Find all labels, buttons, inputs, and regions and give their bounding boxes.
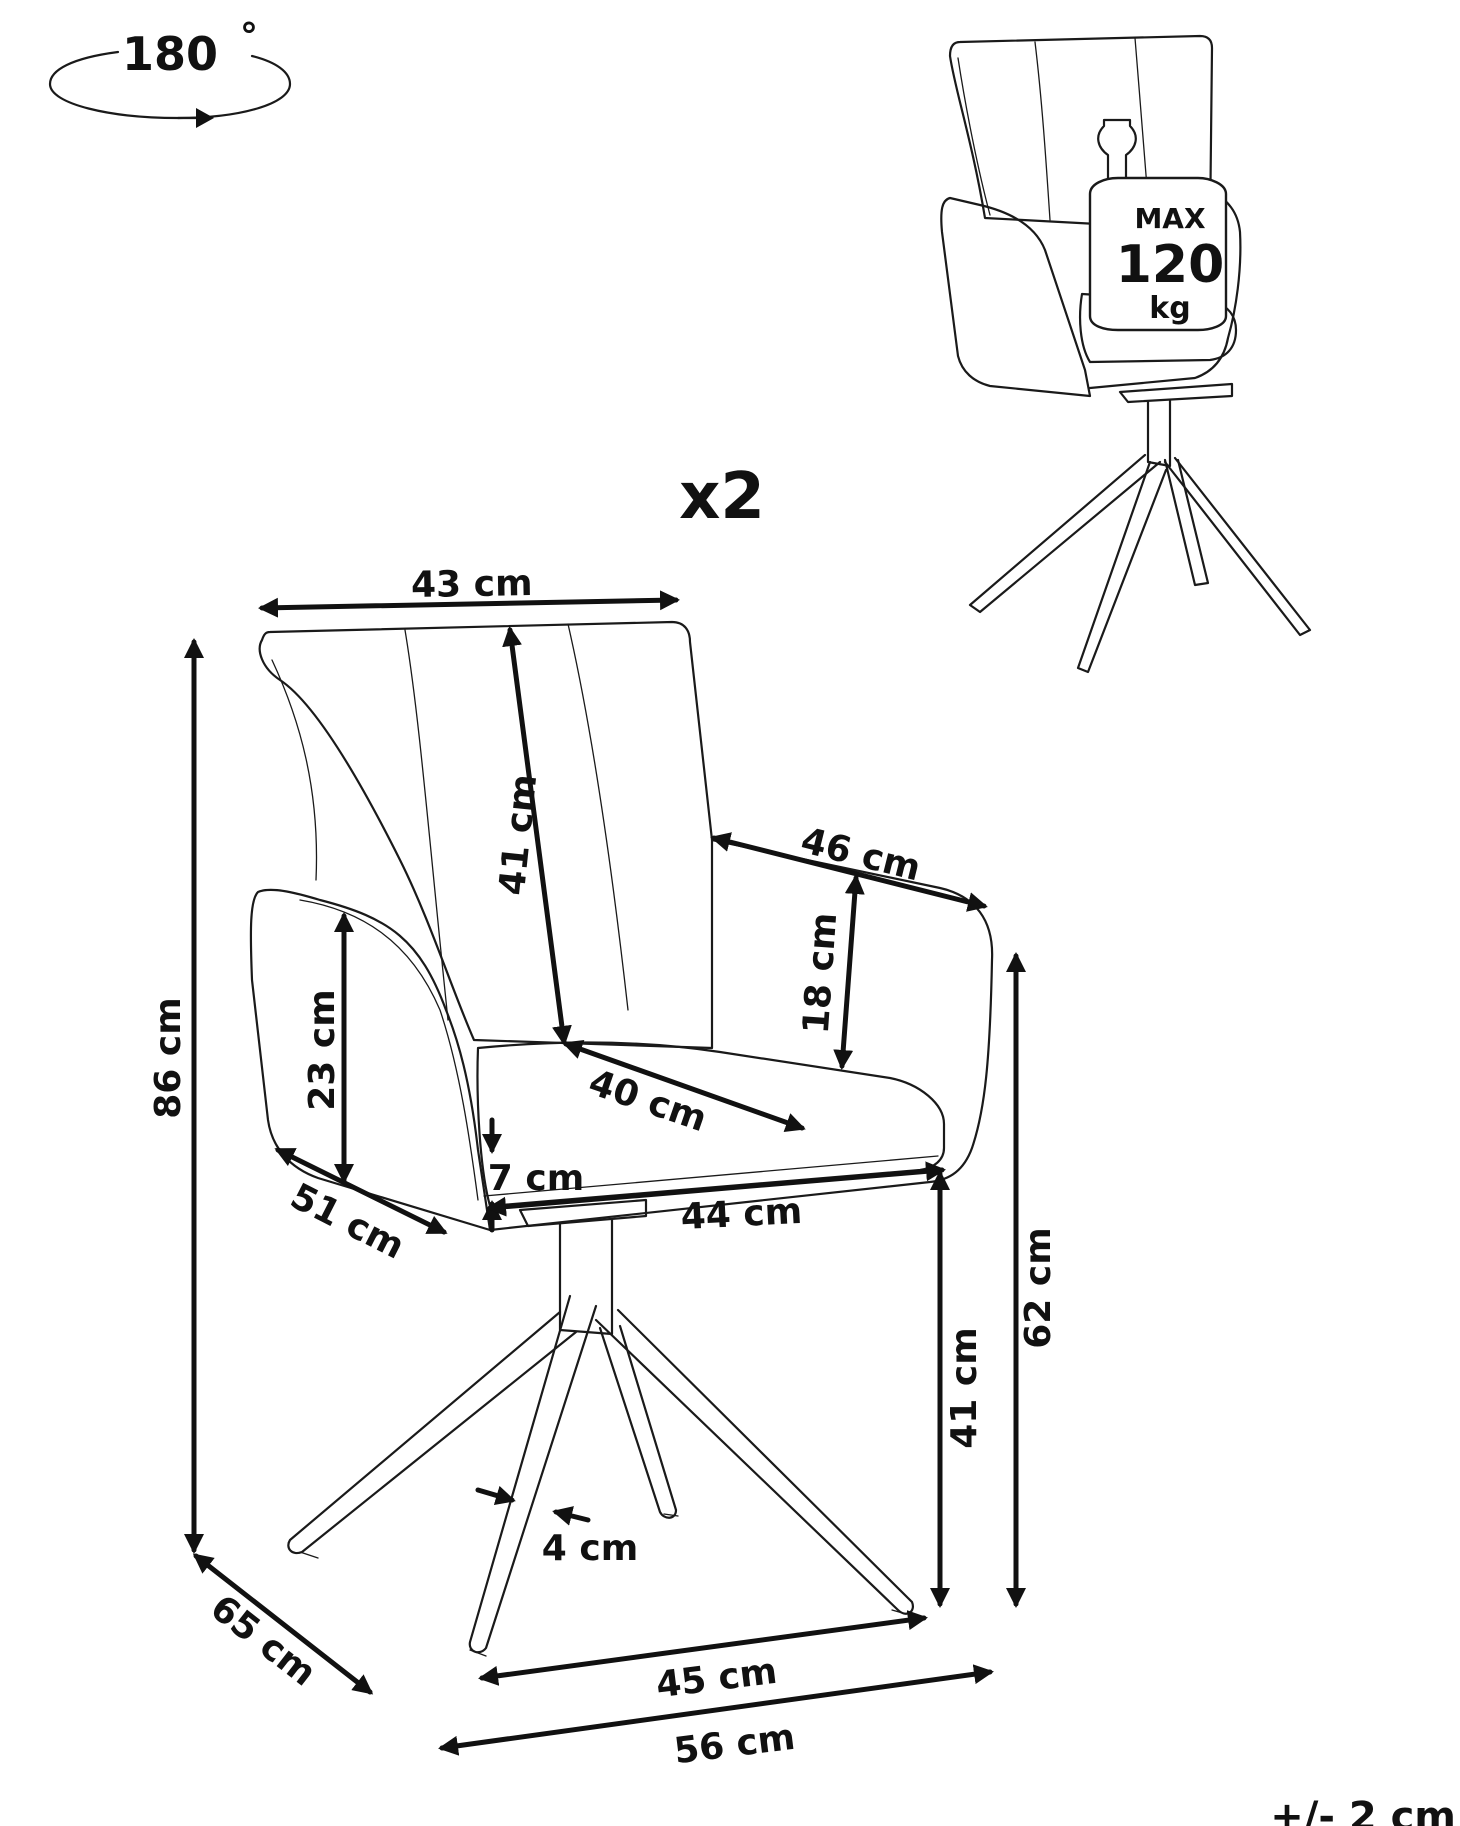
dim-total-height: 86 cm <box>148 997 189 1118</box>
rotation-degree-symbol: ° <box>240 16 258 57</box>
max-label: MAX <box>1134 202 1206 235</box>
rotation-angle: 180 <box>122 27 218 81</box>
max-load-unit: kg <box>1149 291 1190 326</box>
dim-side-height: 23 cm <box>302 989 343 1110</box>
load-chair-illustration: MAX 120 kg <box>940 34 1312 674</box>
dim-base-width: 45 cm <box>654 1651 780 1706</box>
dim-armrest-height: 18 cm <box>796 911 845 1035</box>
dim-total-width: 56 cm <box>672 1717 798 1772</box>
dim-seat-width: 44 cm <box>680 1191 803 1238</box>
dimension-lines <box>184 590 1026 1756</box>
max-load-value: 120 <box>1116 235 1225 295</box>
rotation-icon: 180 ° <box>48 16 292 128</box>
quantity-label: x2 <box>679 460 765 534</box>
dim-seat-height: 41 cm <box>944 1327 985 1448</box>
dimension-labels: 43 cm 41 cm 46 cm 18 cm 40 cm 86 cm 23 c… <box>148 563 1059 1772</box>
main-chair-illustration <box>249 620 994 1657</box>
dim-arm-depth: 51 cm <box>284 1176 411 1268</box>
tolerance-note: +/- 2 cm <box>1270 1794 1456 1826</box>
dim-backrest-width: 43 cm <box>411 563 533 606</box>
dim-armrest-length: 46 cm <box>797 820 925 889</box>
dim-seat-thickness: 7 cm <box>488 1158 584 1199</box>
dim-arm-height: 62 cm <box>1018 1227 1059 1348</box>
dim-leg-width: 4 cm <box>542 1528 638 1569</box>
dim-backrest-height: 41 cm <box>492 772 545 897</box>
